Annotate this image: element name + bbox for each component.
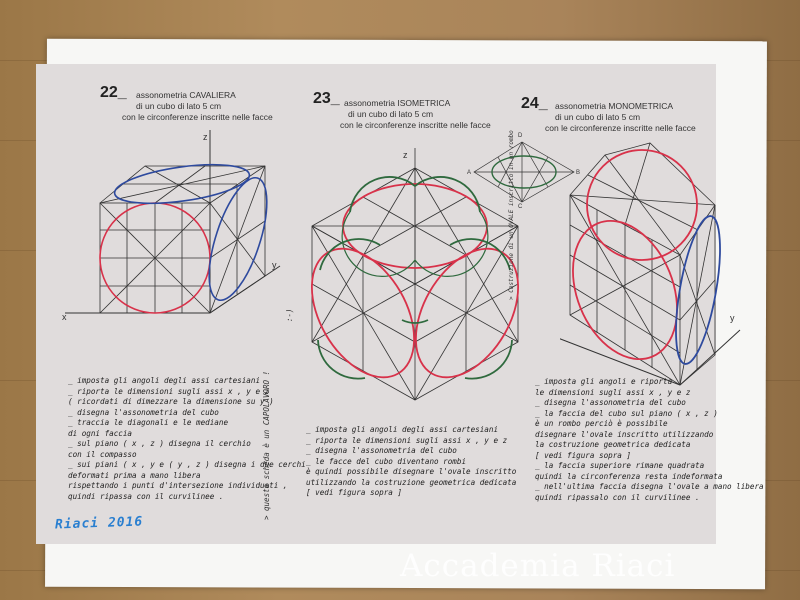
section-23-title-3: con le circonferenze inscritte nelle fac… [340, 120, 491, 130]
signature: Riaci 2016 [54, 514, 144, 533]
vertical-note: > questa scheda è un CAPOLAVORO ! [262, 370, 271, 520]
rhombus-label-c: C [518, 204, 523, 208]
section-22-title-2: di un cubo di lato 5 cm [136, 101, 222, 111]
section-22-title-1: assonometria CAVALIERA [136, 90, 236, 100]
rhombus-label-d: D [518, 133, 523, 139]
section-23-title-1: assonometria ISOMETRICA [344, 98, 451, 108]
axis-y-label: y [730, 313, 735, 323]
section-22-title-3: con le circonferenze inscritte nelle fac… [122, 112, 273, 122]
section-24-title-2: di un cubo di lato 5 cm [555, 112, 641, 122]
isometric-cube-drawing: z [310, 148, 520, 401]
axis-x-label: x [62, 312, 67, 322]
section-24-title-3: con le circonferenze inscritte nelle fac… [545, 123, 696, 133]
rhombus-side-note: > Costruzione di un OVALE inscritto in u… [508, 130, 515, 300]
section-24-number: 24_ [521, 95, 548, 112]
cavalier-cube-drawing: z x y [62, 130, 281, 322]
section-23-instructions: _ imposta gli angoli degli assi cartesia… [306, 425, 517, 497]
rhombus-label-b: B [576, 170, 580, 176]
section-22-instructions: _ imposta gli angoli degli assi cartesia… [68, 376, 306, 501]
rhombus-oval-construction: D A B C [467, 133, 580, 208]
rhombus-label-a: A [467, 170, 471, 176]
section-24-title-1: assonometria MONOMETRICA [555, 101, 674, 111]
axis-z-label: z [403, 150, 408, 160]
section-23-number: 23_ [313, 90, 340, 107]
section-23-title-2: di un cubo di lato 5 cm [348, 109, 434, 119]
monometric-cube-drawing: y [560, 142, 741, 386]
exercise-sheet [36, 64, 716, 544]
axis-z-label: z [203, 132, 208, 142]
axis-y-label: y [272, 260, 277, 270]
section-22-number: 22_ [100, 84, 127, 101]
watermark: Accademia Riaci [400, 548, 676, 584]
